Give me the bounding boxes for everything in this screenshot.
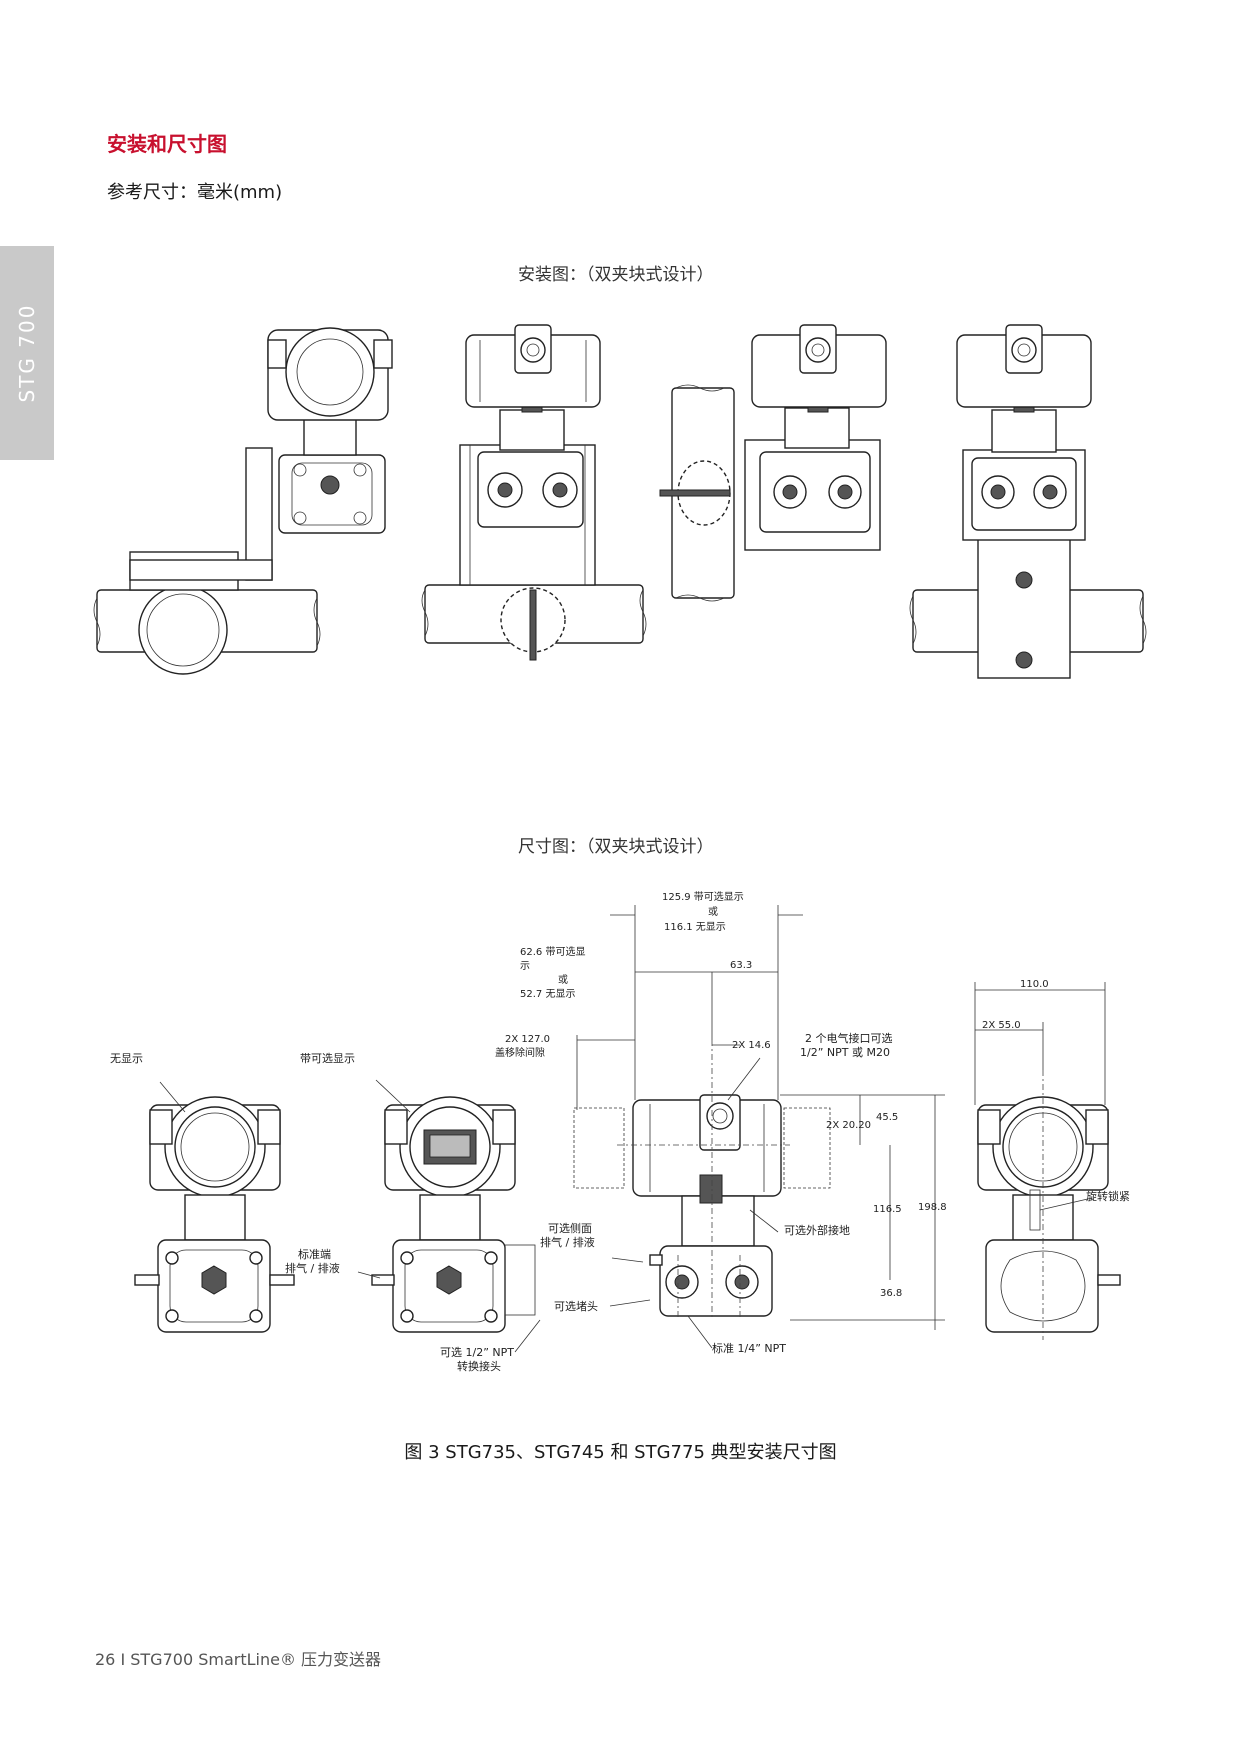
label-no-display: 无显示: [110, 1052, 143, 1065]
page-footer: 26 I STG700 SmartLine® 压力变送器: [95, 1650, 382, 1669]
install-view-1: [93, 327, 393, 675]
figure-caption: 图 3 STG735、STG745 和 STG775 典型安装尺寸图: [404, 1442, 837, 1463]
dim-116: 116.5: [873, 1204, 902, 1215]
dim-view-with-display: [371, 1079, 536, 1333]
label-conduit-2: 1/2” NPT 或 M20: [800, 1046, 890, 1059]
label-side-vent-1: 可选侧面: [548, 1222, 592, 1235]
dim-127-line2: 盖移除间隙: [495, 1046, 545, 1059]
label-conduit-1: 2 个电气接口可选: [805, 1031, 893, 1045]
label-std-vent-1: 标准端: [298, 1247, 331, 1261]
dim-62-line2: 示: [520, 961, 530, 972]
dim-2020: 2X 20.20: [826, 1120, 871, 1131]
dim-55: 2X 55.0: [982, 1020, 1021, 1031]
dim-view-no-display: [134, 1081, 295, 1333]
dim-view-side: [573, 1040, 831, 1320]
dim-view-rear: [977, 1070, 1121, 1340]
dim-125-line2: 或: [708, 906, 718, 918]
dim-45: 45.5: [876, 1112, 898, 1123]
install-view-2: [421, 324, 647, 661]
install-view-3: [659, 324, 887, 602]
label-with-display: 带可选显示: [300, 1052, 355, 1065]
side-tab: STG 700: [0, 246, 54, 460]
label-adapter-1: 可选 1/2” NPT: [440, 1346, 514, 1359]
dim-62-line1: 62.6 带可选显: [520, 945, 585, 958]
label-std-vent-2: 排气 / 排液: [285, 1261, 340, 1275]
label-plug: 可选堵头: [554, 1299, 598, 1313]
dim-125-line1: 125.9 带可选显示: [662, 890, 744, 903]
label-rotate-lock: 旋转锁紧: [1086, 1189, 1130, 1203]
label-adapter-2: 转换接头: [457, 1359, 501, 1373]
dimension-section-label: 尺寸图：（双夹块式设计）: [518, 837, 714, 857]
dim-127-line1: 2X 127.0: [505, 1034, 550, 1045]
page-title: 安装和尺寸图: [107, 132, 227, 156]
dim-62-line3: 或: [558, 974, 568, 986]
dim-198: 198.8: [918, 1202, 947, 1213]
label-side-vent-2: 排气 / 排液: [540, 1235, 595, 1249]
label-ext-ground: 可选外部接地: [784, 1223, 850, 1237]
dim-125-line3: 116.1 无显示: [664, 921, 726, 933]
label-std-npt: 标准 1/4” NPT: [712, 1341, 786, 1355]
dim-36: 36.8: [880, 1288, 902, 1299]
dim-62-line4: 52.7 无显示: [520, 988, 575, 1000]
dim-63: 63.3: [730, 960, 752, 971]
dimension-lines: [357, 905, 1106, 1353]
page-subtitle: 参考尺寸：毫米(mm): [107, 182, 283, 203]
dim-14: 2X 14.6: [732, 1040, 771, 1051]
dim-110: 110.0: [1020, 979, 1049, 990]
install-view-4: [909, 324, 1147, 679]
install-section-label: 安装图：（双夹块式设计）: [518, 265, 714, 285]
